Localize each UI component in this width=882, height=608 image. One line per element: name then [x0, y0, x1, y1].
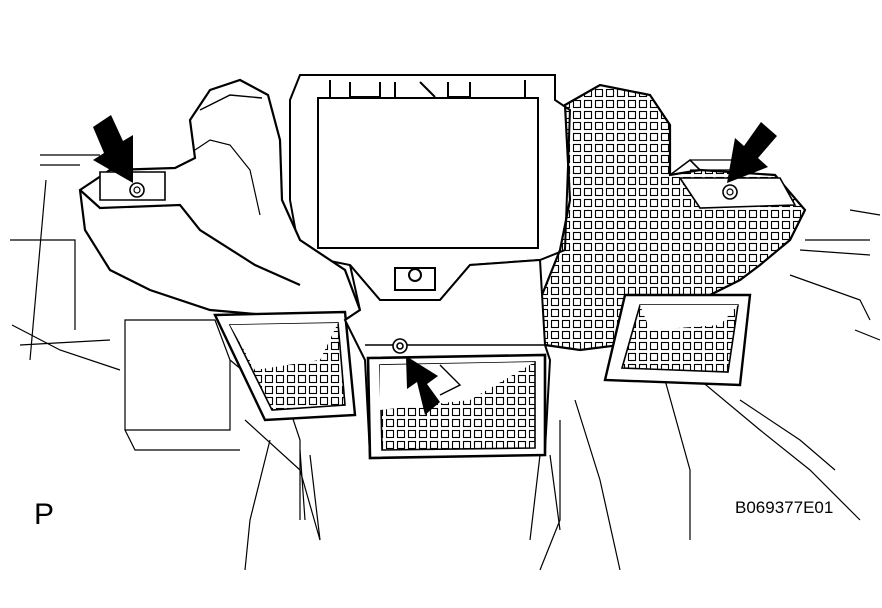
center-bolt: [392, 338, 408, 354]
left-air-duct: [78, 78, 362, 322]
right-air-duct: [538, 83, 807, 352]
center-frame: [289, 74, 572, 301]
center-outlet: [366, 353, 547, 460]
left-outlet: [213, 310, 357, 422]
lower-structure: [299, 449, 561, 541]
right-outlet: [603, 293, 752, 387]
view-letter-label: P: [34, 498, 55, 531]
right-bolt-arrow: [727, 122, 777, 183]
left-bolt-arrow: [93, 115, 133, 183]
dashboard-background: [10, 154, 881, 571]
figure-code-label: B069377E01: [735, 498, 834, 517]
center-bolt-arrow: [406, 356, 440, 415]
